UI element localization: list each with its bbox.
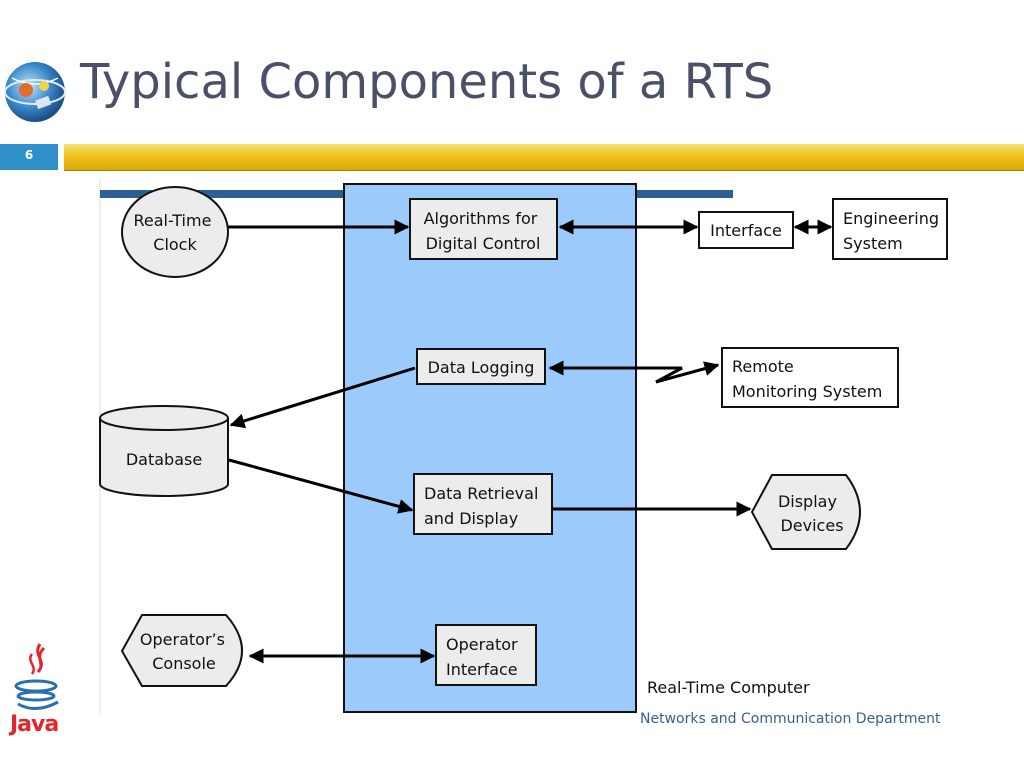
- remote-monitoring-node: [721, 347, 899, 408]
- slide-title: Typical Components of a RTS: [80, 54, 774, 110]
- display-devices-label: Display Devices: [778, 492, 844, 535]
- java-brand-text: Java: [10, 712, 59, 737]
- engineering-system-node: [832, 198, 948, 260]
- display-devices-node: [750, 474, 861, 550]
- footer-department: Networks and Communication Department: [640, 711, 941, 727]
- interface-label: Interface: [710, 221, 782, 240]
- data-logging-node: [416, 348, 546, 385]
- real-time-computer-label: Real-Time Computer: [647, 678, 810, 697]
- slide-number: 6: [24, 148, 34, 162]
- real-time-clock-label: Real-Time Clock: [133, 211, 216, 254]
- algorithms-node: [409, 198, 558, 260]
- database-node: [99, 405, 229, 497]
- data-retrieval-node: [413, 473, 553, 535]
- real-time-clock-node: [121, 186, 229, 278]
- globe-logo-icon: [4, 62, 66, 122]
- slide-number-badge: 6: [0, 144, 58, 170]
- database-to-retrieval-arrow: [228, 458, 414, 514]
- logging-remote-link-arrow: [548, 360, 720, 384]
- remote-monitoring-label: Remote Monitoring System: [732, 357, 882, 401]
- engineering-system-label: Engineering System: [843, 209, 944, 253]
- operator-interface-label: Operator Interface: [446, 635, 523, 679]
- data-retrieval-label: Data Retrieval and Display: [424, 484, 543, 528]
- algorithms-label: Algorithms for Digital Control: [424, 209, 543, 253]
- interface-node: [698, 211, 794, 249]
- operator-console-node: [120, 614, 243, 687]
- database-label: Database: [126, 450, 202, 469]
- title-divider-bar: [64, 144, 1024, 171]
- java-cup-icon: [14, 643, 59, 710]
- logging-to-database-arrow: [229, 366, 416, 429]
- operator-console-label: Operator’s Console: [140, 630, 230, 673]
- operator-interface-node: [435, 624, 537, 686]
- data-logging-label: Data Logging: [428, 358, 535, 377]
